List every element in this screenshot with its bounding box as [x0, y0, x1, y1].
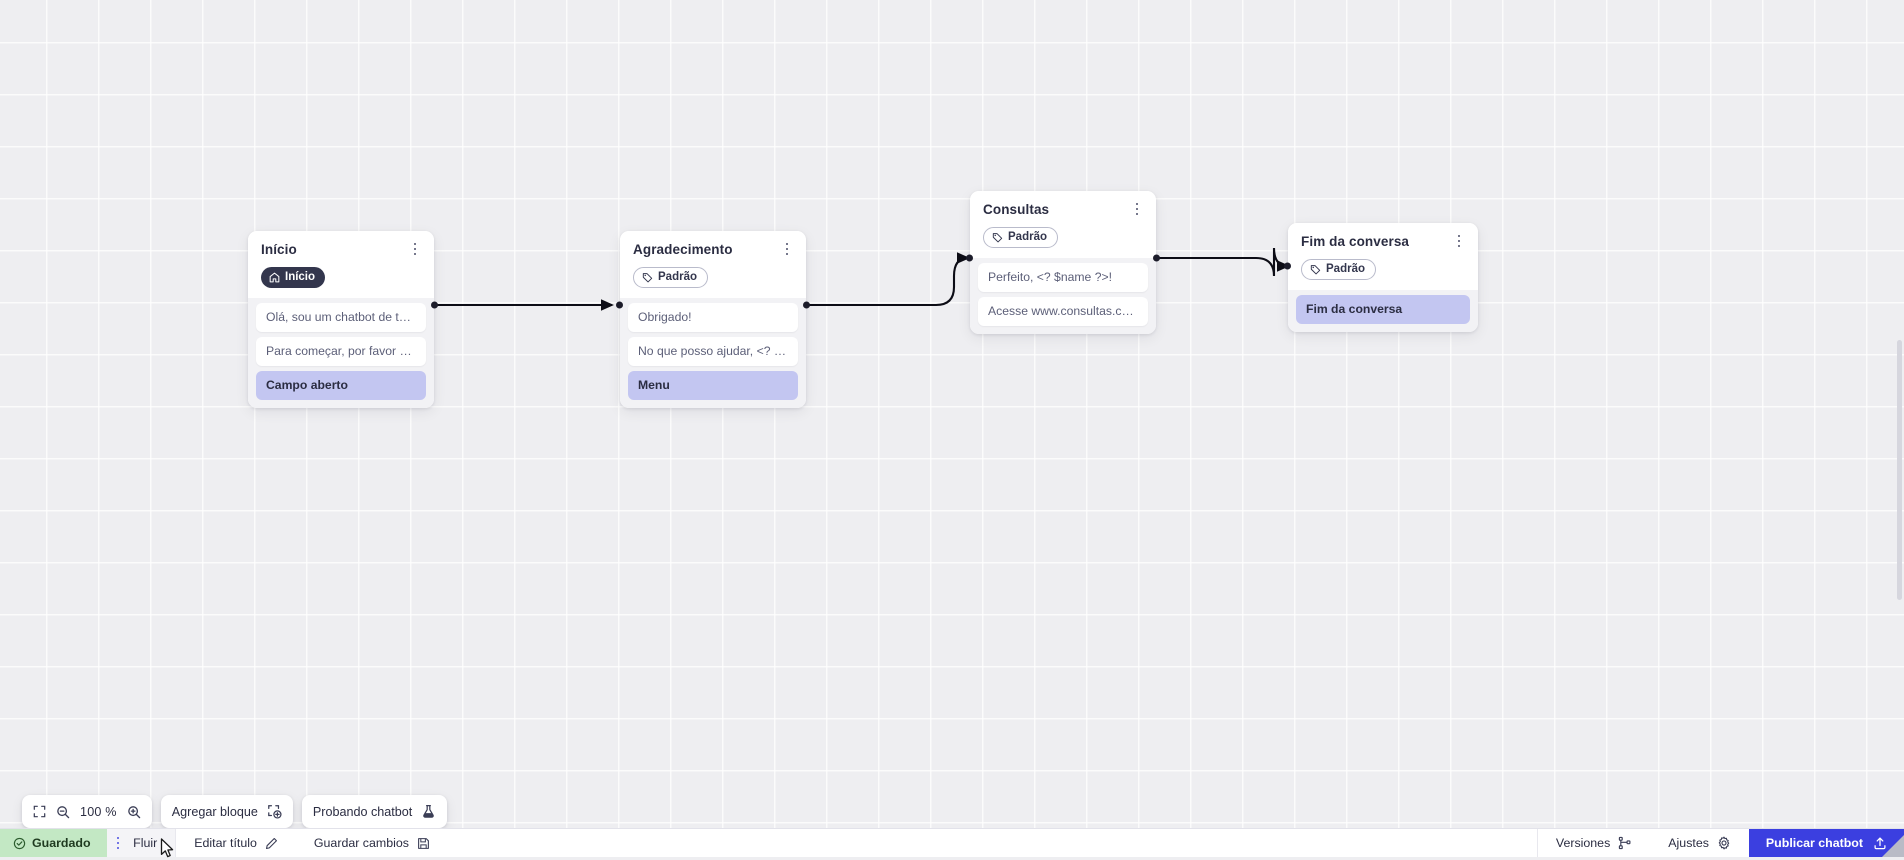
node-title: Início	[261, 242, 421, 258]
pencil-icon	[265, 837, 278, 850]
test-chatbot-label: Probando chatbot	[313, 805, 412, 819]
node-header: Início Início	[248, 231, 434, 298]
flask-icon	[421, 804, 436, 819]
zoom-controls-group: 100 %	[22, 795, 152, 828]
node-output-port[interactable]	[803, 302, 810, 309]
saved-status-label: Guardado	[32, 836, 91, 850]
flow-node-fim-da-conversa[interactable]: Fim da conversa Padrão Fim da conversa	[1288, 223, 1478, 332]
home-icon	[269, 272, 280, 283]
drag-dots-icon[interactable]	[117, 837, 120, 850]
zoom-level-value: 100 %	[80, 805, 117, 819]
add-block-icon	[267, 804, 282, 819]
tag-icon	[992, 232, 1003, 243]
canvas-toolbar: 100 % Agregar bloque Probando chatbot	[22, 795, 447, 828]
floppy-disk-icon	[417, 837, 430, 850]
node-body: Olá, sou um chatbot de teste! Para começ…	[248, 298, 434, 408]
node-output-port[interactable]	[431, 302, 438, 309]
node-message-row[interactable]: Perfeito, <? $name ?>!	[978, 263, 1148, 292]
node-menu-button[interactable]	[779, 240, 795, 258]
zoom-out-icon[interactable]	[56, 805, 70, 819]
edit-title-label: Editar título	[194, 836, 257, 850]
edge-consultas-fim	[1157, 248, 1288, 276]
node-header: Consultas Padrão	[970, 191, 1156, 258]
node-body: Obrigado! No que posso ajudar, <? $name …	[620, 298, 806, 408]
node-message-row-accent[interactable]: Fim da conversa	[1296, 295, 1470, 324]
node-body: Perfeito, <? $name ?>! Acesse www.consul…	[970, 258, 1156, 334]
node-body: Fim da conversa	[1288, 290, 1478, 332]
publish-chatbot-button[interactable]: Publicar chatbot	[1749, 829, 1904, 857]
edit-title-button[interactable]: Editar título	[176, 829, 296, 857]
fit-screen-icon[interactable]	[33, 805, 46, 818]
branch-icon	[1618, 836, 1632, 850]
canvas-vertical-scrollbar[interactable]	[1897, 340, 1902, 600]
node-output-port[interactable]	[1153, 255, 1160, 262]
add-block-label: Agregar bloque	[172, 805, 258, 819]
node-header: Agradecimento Padrão	[620, 231, 806, 298]
tab-fluir[interactable]: Fluir	[107, 829, 177, 857]
node-title: Agradecimento	[633, 242, 793, 258]
node-input-port[interactable]	[616, 302, 623, 309]
add-block-button[interactable]: Agregar bloque	[161, 795, 293, 828]
node-badge-default[interactable]: Padrão	[1301, 259, 1376, 280]
save-changes-button[interactable]: Guardar cambios	[296, 829, 448, 857]
publish-chatbot-label: Publicar chatbot	[1766, 836, 1863, 850]
statusbar-right-group: Versiones Ajustes Publicar chatbot	[1537, 829, 1904, 857]
node-message-row-accent[interactable]: Menu	[628, 371, 798, 400]
node-badge-default[interactable]: Padrão	[983, 227, 1058, 248]
zoom-in-icon[interactable]	[127, 805, 141, 819]
node-header: Fim da conversa Padrão	[1288, 223, 1478, 290]
node-badge-label: Padrão	[658, 272, 697, 284]
node-message-row-accent[interactable]: Campo aberto	[256, 371, 426, 400]
node-message-row[interactable]: Para começar, por favor digite o ...	[256, 337, 426, 366]
flow-node-inicio[interactable]: Início Início Olá, sou um chatbot de tes…	[248, 231, 434, 408]
node-title: Consultas	[983, 202, 1143, 218]
flow-node-agradecimento[interactable]: Agradecimento Padrão Obrigado! No que po…	[620, 231, 806, 408]
window-resize-handle[interactable]	[1882, 835, 1904, 857]
node-message-row[interactable]: Acesse www.consultas.com par...	[978, 297, 1148, 326]
node-input-port[interactable]	[966, 255, 973, 262]
node-badge-label: Início	[285, 272, 315, 284]
saved-status-badge: Guardado	[0, 829, 107, 857]
save-changes-label: Guardar cambios	[314, 836, 409, 850]
node-menu-button[interactable]	[407, 240, 423, 258]
bottom-status-bar: Guardado Fluir Editar título Guardar cam…	[0, 828, 1904, 857]
settings-button[interactable]: Ajustes	[1650, 829, 1749, 857]
node-badge-start[interactable]: Início	[261, 267, 325, 288]
tag-icon	[1310, 264, 1321, 275]
node-menu-button[interactable]	[1129, 200, 1145, 218]
node-input-port[interactable]	[1284, 263, 1291, 270]
test-chatbot-button[interactable]: Probando chatbot	[302, 795, 447, 828]
check-circle-icon	[13, 837, 26, 850]
versions-button[interactable]: Versiones	[1538, 829, 1650, 857]
node-message-row[interactable]: No que posso ajudar, <? $name ...	[628, 337, 798, 366]
gear-icon	[1717, 836, 1731, 850]
flow-node-consultas[interactable]: Consultas Padrão Perfeito, <? $name ?>! …	[970, 191, 1156, 334]
node-message-row[interactable]: Obrigado!	[628, 303, 798, 332]
edge-agradecimento-consultas	[804, 258, 968, 305]
tab-fluir-label: Fluir	[133, 836, 157, 850]
settings-label: Ajustes	[1668, 836, 1709, 850]
node-badge-default[interactable]: Padrão	[633, 267, 708, 288]
versions-label: Versiones	[1556, 836, 1610, 850]
node-message-row[interactable]: Olá, sou um chatbot de teste!	[256, 303, 426, 332]
node-badge-label: Padrão	[1008, 232, 1047, 244]
tag-icon	[642, 272, 653, 283]
node-title: Fim da conversa	[1301, 234, 1465, 250]
node-badge-label: Padrão	[1326, 264, 1365, 276]
node-menu-button[interactable]	[1451, 232, 1467, 250]
